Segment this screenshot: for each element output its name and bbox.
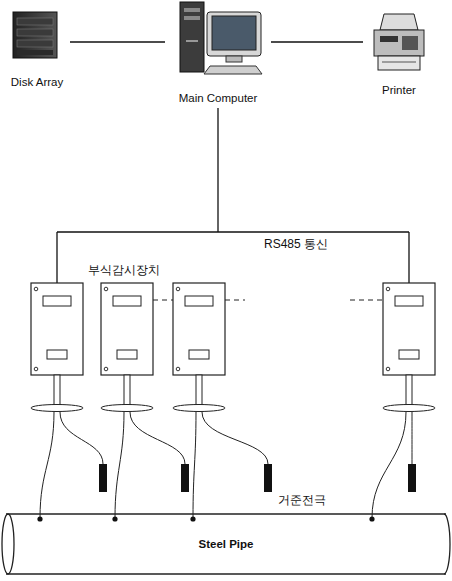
printer-icon	[374, 14, 424, 70]
disk-array: Disk Array	[4, 6, 70, 90]
disk-array-icon	[13, 12, 57, 58]
monitor-unit	[173, 283, 272, 522]
printer: Printer	[363, 8, 435, 98]
main-computer: Main Computer	[165, 0, 271, 106]
bus-label: RS485 통신	[262, 236, 330, 253]
steel-pipe: Steel Pipe	[0, 510, 452, 578]
node-label: Steel Pipe	[196, 536, 257, 552]
rs485-bus	[57, 108, 409, 283]
monitor-unit	[31, 283, 107, 522]
computer-icon	[180, 2, 262, 74]
node-label: Main Computer	[176, 90, 261, 106]
node-label: Printer	[379, 82, 419, 98]
electrode-label: 거준전극	[276, 492, 328, 509]
device-label: 부식감시장치	[86, 262, 162, 279]
node-label: Disk Array	[8, 74, 66, 90]
connector-line	[70, 41, 165, 42]
connector-line	[271, 41, 363, 42]
monitor-unit	[369, 283, 435, 522]
corrosion-monitors	[31, 283, 435, 522]
